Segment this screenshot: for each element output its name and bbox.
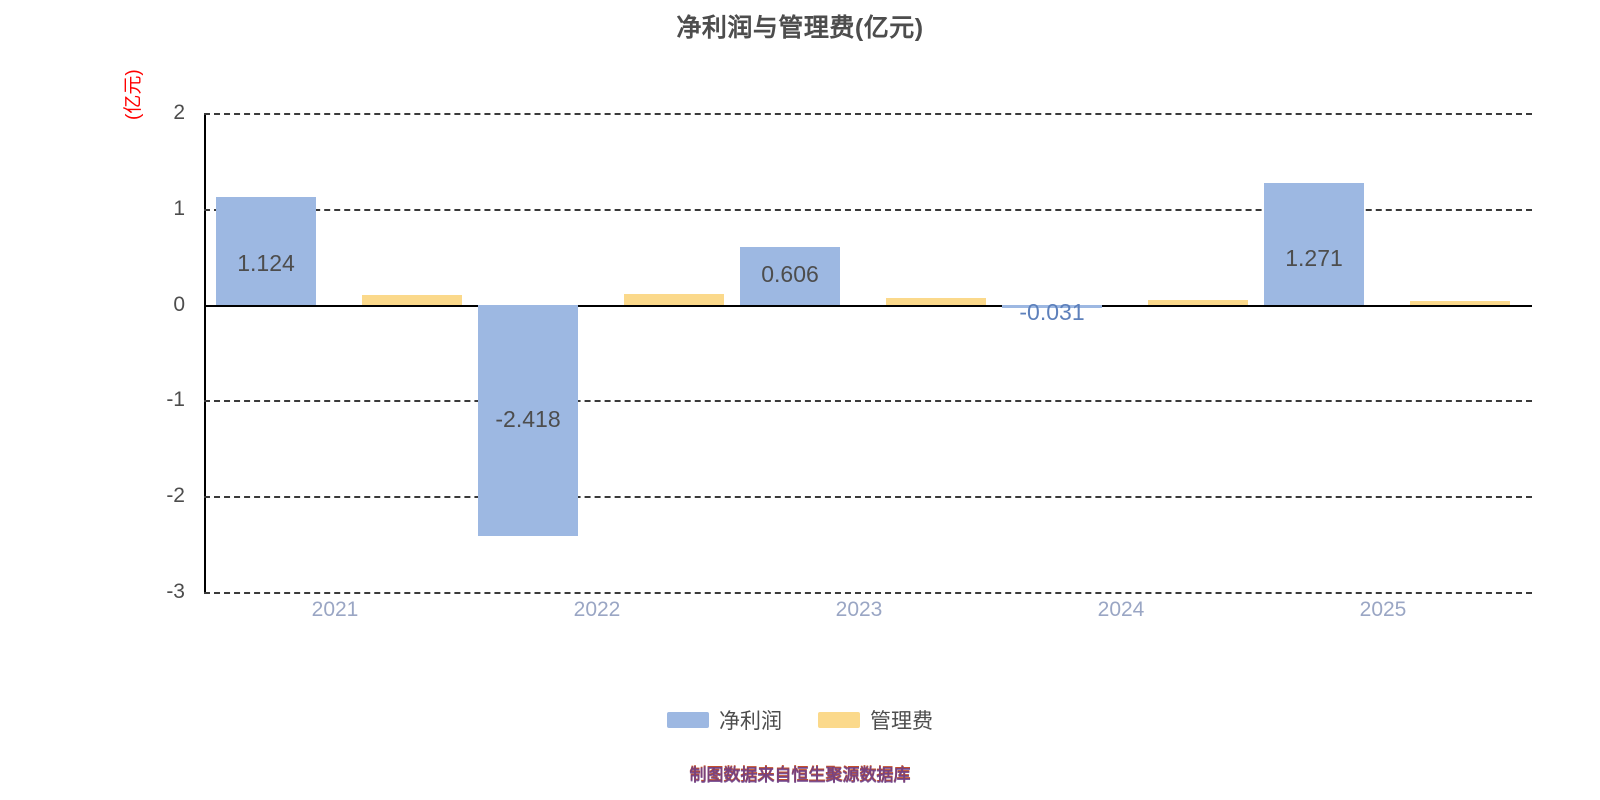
legend-label-admin-fee: 管理费 [870,710,933,733]
gridline-neg3 [204,592,1532,594]
y-tick-label-neg3: -3 [166,580,185,603]
gridline-neg2 [204,496,1532,499]
legend-item-admin-fee[interactable]: 管理费 [818,705,933,735]
x-tick-label-2021: 2021 [311,598,359,621]
bar-net-2025[interactable] [1264,182,1364,305]
bar-admin-2022[interactable] [624,294,724,305]
bar-value-net-2025: 1.271 [1285,245,1343,271]
footer-note-shadow: 制图数据来自恒生聚源数据库 [689,766,911,785]
legend-item-net-profit[interactable]: 净利润 [667,705,782,735]
footer-note: 制图数据来自恒生聚源数据库 制图数据来自恒生聚源数据库 [0,760,1600,785]
gridline-2 [204,113,1532,115]
y-tick-label-2: 2 [173,101,185,124]
bar-admin-2021[interactable] [362,294,462,305]
bar-net-2023[interactable] [740,246,840,305]
x-tick-label-2025: 2025 [1359,598,1407,621]
zero-axis-line [204,304,1532,307]
x-tick-label-2023: 2023 [835,598,883,621]
bar-admin-2025[interactable] [1410,300,1510,305]
gridline-neg1 [204,400,1532,403]
bar-admin-2023[interactable] [886,297,986,305]
chart-legend: 净利润 管理费 [0,705,1600,735]
footer-note-text: 制图数据来自恒生聚源数据库 [689,765,911,784]
y-tick-label-neg2: -2 [166,484,185,507]
bar-net-2021[interactable] [216,197,316,305]
bar-value-net-2022: -2.418 [495,406,561,432]
y-tick-label-1: 1 [173,197,185,220]
y-tick-label-0: 0 [173,293,185,316]
bar-value-net-2023: 0.606 [761,261,819,287]
bar-value-net-2021: 1.124 [237,250,295,276]
bar-net-2024[interactable] [1002,304,1102,308]
x-tick-label-2022: 2022 [573,598,621,621]
gridline-1 [204,208,1532,211]
legend-label-net-profit: 净利润 [719,710,782,733]
chart-title: 净利润与管理费(亿元) [676,14,924,42]
bar-net-2022[interactable] [478,304,578,537]
y-axis-line [204,113,206,592]
plot-area: 1.124 -2.418 0.606 -0.031 1.271 [204,113,1532,594]
bar-admin-2024[interactable] [1148,300,1248,305]
bar-value-net-2024: -0.031 [1019,299,1085,325]
y-tick-label-neg1: -1 [166,388,185,411]
legend-swatch-net-profit [667,712,709,728]
x-tick-label-2024: 2024 [1097,598,1145,621]
legend-swatch-admin-fee [818,712,860,728]
